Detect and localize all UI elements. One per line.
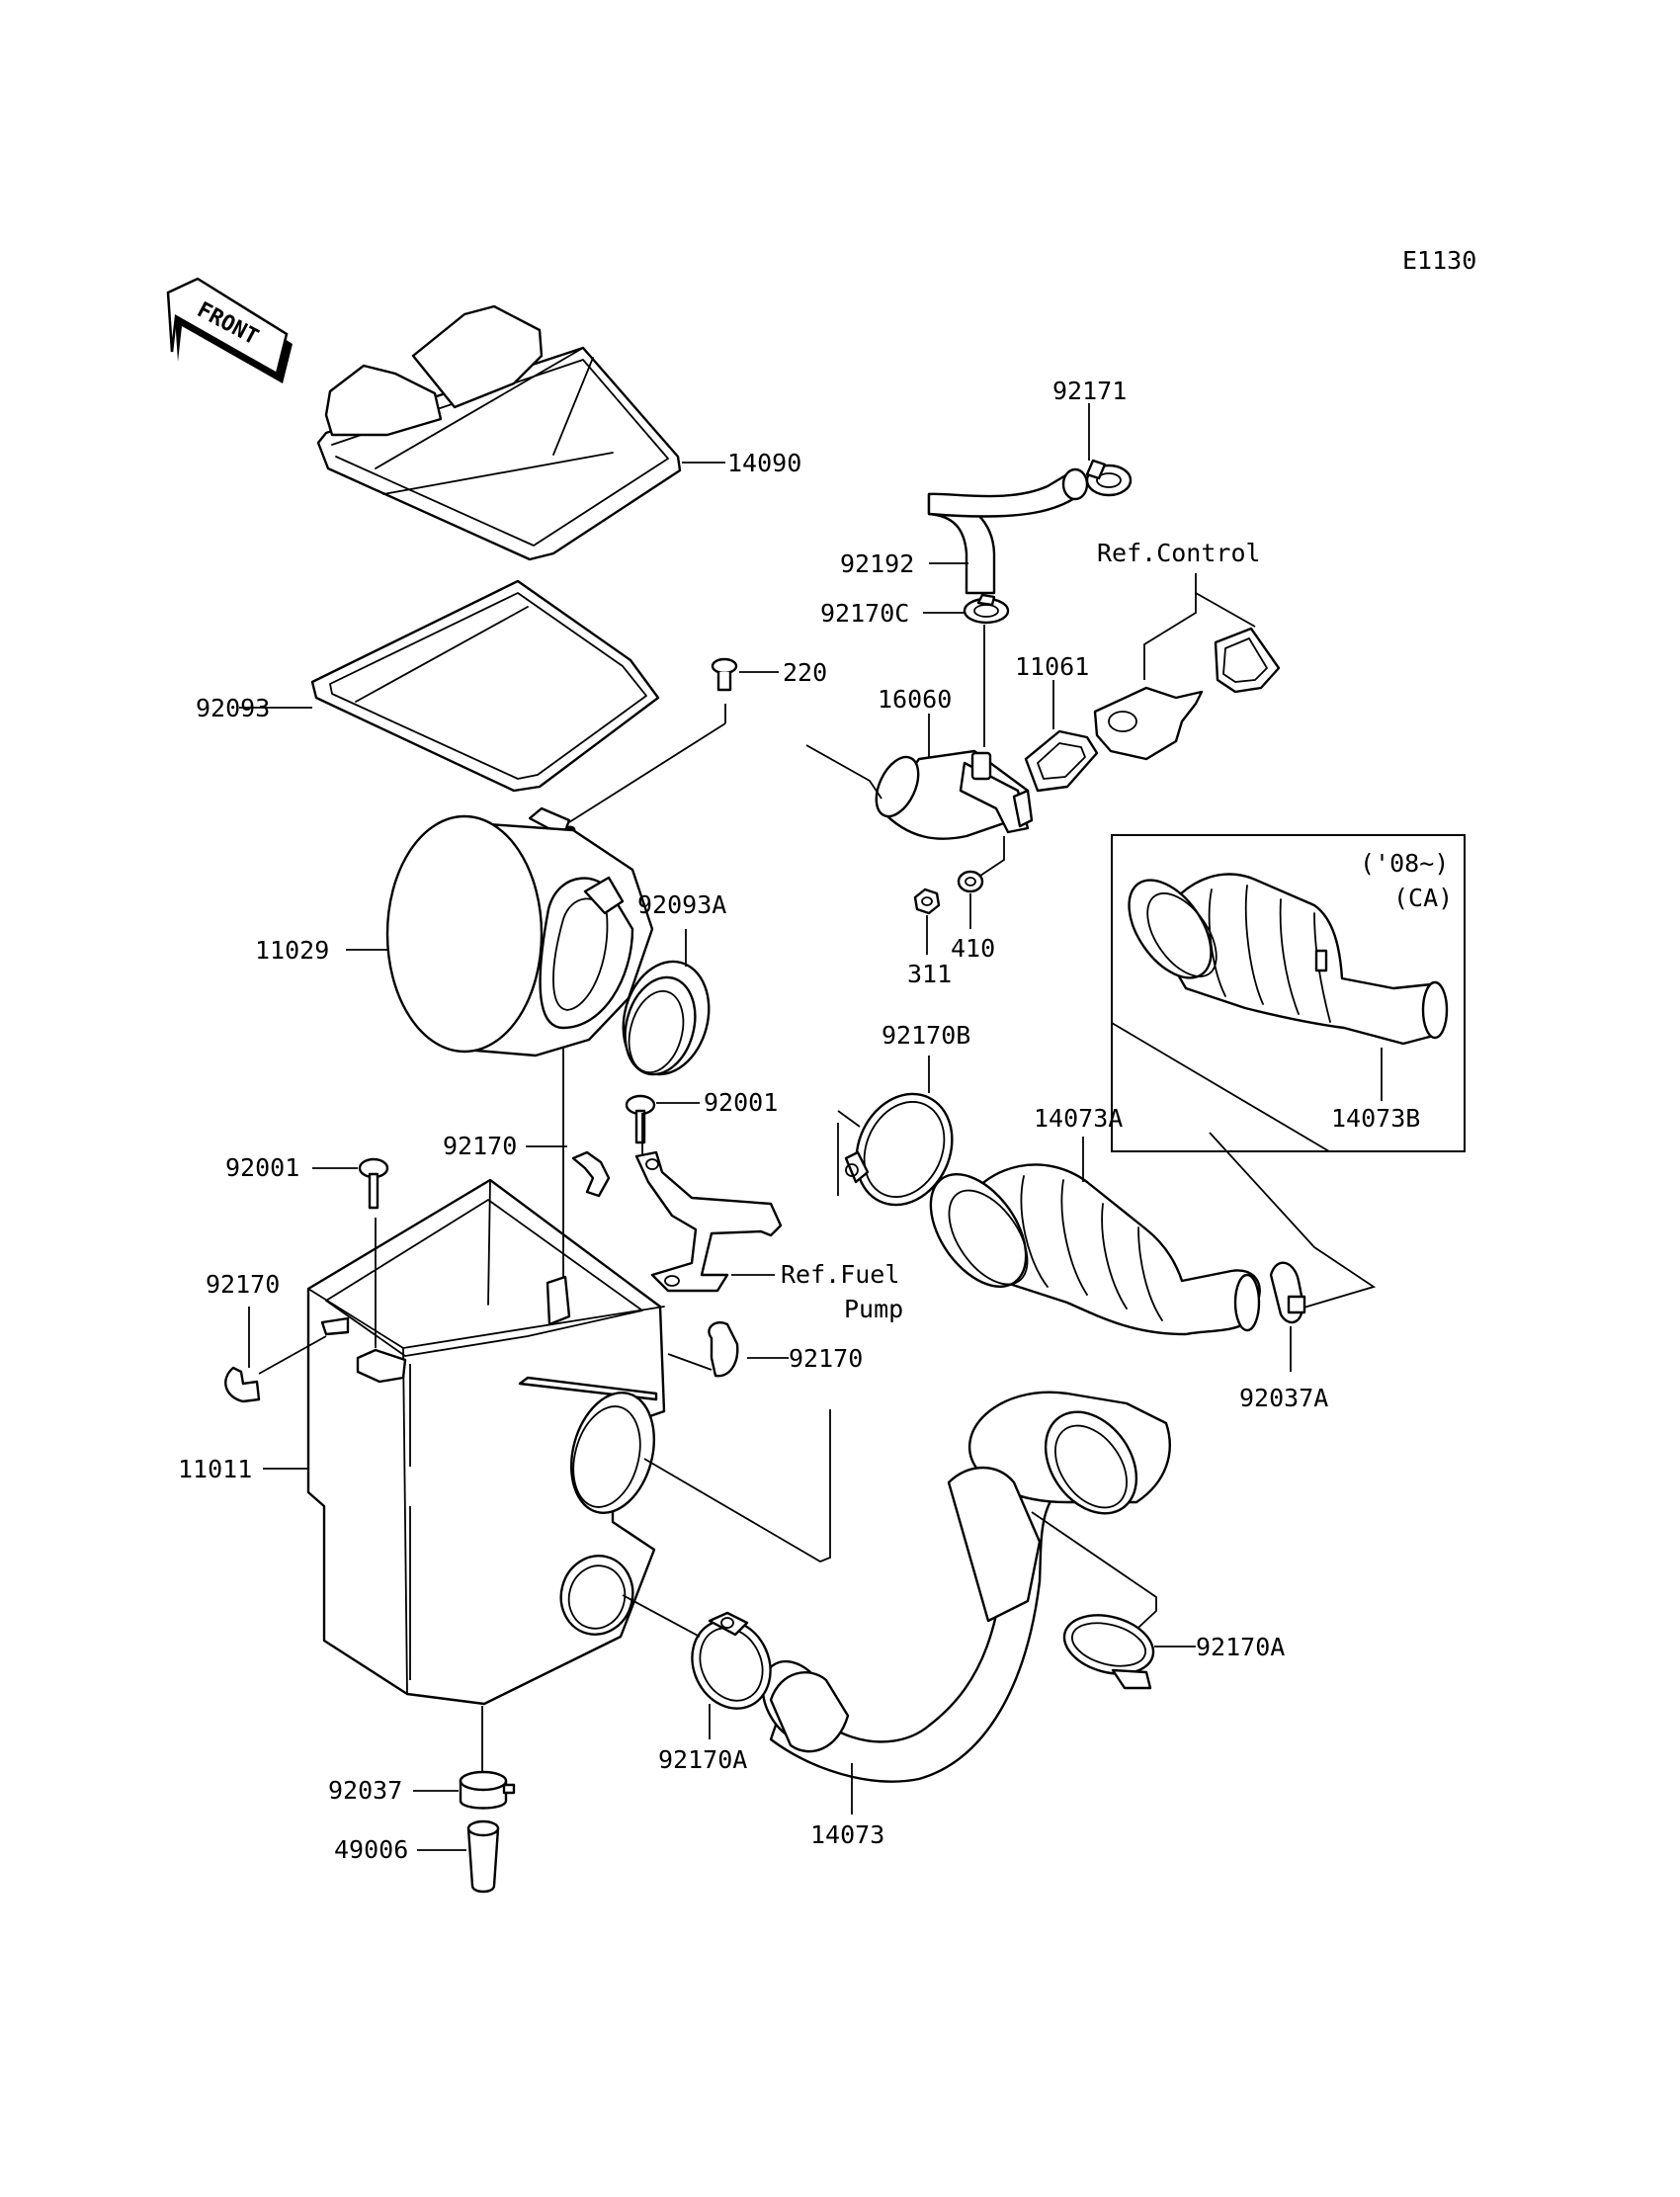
callout-92170-left: 92170 — [206, 1270, 280, 1299]
callout-410: 410 — [951, 934, 995, 963]
nut-311 — [913, 887, 941, 915]
front-arrow-icon: FRONT — [166, 277, 293, 383]
callout-311: 311 — [907, 960, 952, 988]
air-filter-element — [385, 806, 654, 1057]
air-cleaner-cover — [316, 304, 682, 561]
ref-fuel-pump-2: Pump — [844, 1295, 903, 1323]
ref-control: Ref.Control — [1097, 539, 1261, 567]
intake-joint-16060 — [875, 749, 1034, 840]
clip-92170-mid — [571, 1150, 611, 1198]
callout-16060: 16060 — [878, 685, 952, 714]
callout-220: 220 — [783, 658, 827, 687]
clamp-92037a — [1269, 1261, 1306, 1324]
callout-14073b: 14073B — [1331, 1104, 1420, 1133]
air-duct-14073 — [761, 1391, 1171, 1783]
clamp-92170a-mid — [691, 1611, 772, 1710]
callout-11011: 11011 — [178, 1455, 252, 1483]
callout-92001-top: 92001 — [704, 1088, 778, 1117]
clamp-92170c — [963, 593, 1010, 625]
callout-92037a: 92037A — [1239, 1384, 1328, 1412]
callout-14073: 14073 — [810, 1820, 884, 1849]
inset-region: (CA) — [1393, 884, 1453, 912]
bolt-92001-left — [358, 1157, 389, 1210]
callout-11029: 11029 — [255, 936, 329, 965]
callout-92170c: 92170C — [820, 599, 909, 628]
clip-92170-right — [708, 1321, 739, 1378]
clamp-92170a-right — [1062, 1614, 1155, 1690]
clamp-92037 — [459, 1770, 516, 1810]
gasket-92093 — [310, 579, 660, 793]
callout-92170-mid: 92170 — [443, 1132, 517, 1160]
inset-years: ('08~) — [1360, 849, 1449, 878]
callout-92170-right: 92170 — [789, 1344, 863, 1373]
callout-92170b: 92170B — [882, 1021, 970, 1050]
inset-box — [1111, 834, 1466, 1152]
clamp-92170b — [844, 1092, 954, 1207]
callout-92093a: 92093A — [637, 890, 726, 919]
callout-14090: 14090 — [727, 449, 801, 477]
washer-410 — [957, 870, 984, 893]
screw-220 — [711, 657, 738, 692]
fuel-pump-bracket — [634, 1150, 783, 1293]
callout-92093: 92093 — [196, 694, 270, 722]
air-cleaner-housing — [306, 1178, 666, 1706]
gasket-11061 — [1024, 729, 1099, 793]
clip-92170-left — [224, 1366, 261, 1403]
callout-92170a-mid: 92170A — [658, 1745, 747, 1774]
clamp-92171 — [1085, 459, 1133, 497]
bolt-92001-top — [625, 1094, 656, 1144]
callout-92037: 92037 — [328, 1776, 402, 1805]
ring-92093a — [622, 960, 711, 1076]
callout-14073a: 14073A — [1034, 1104, 1123, 1133]
drain-plug-49006 — [466, 1819, 500, 1894]
air-duct-14073a — [929, 1163, 1261, 1336]
air-duct-14073b — [1128, 873, 1449, 1046]
callout-92001-left: 92001 — [225, 1153, 299, 1182]
diagram-code: E1130 — [1402, 246, 1476, 275]
hose-92192 — [927, 467, 1089, 595]
callout-11061: 11061 — [1015, 652, 1089, 681]
callout-92170a-right: 92170A — [1196, 1633, 1285, 1661]
callout-49006: 49006 — [334, 1835, 408, 1864]
callout-92171: 92171 — [1052, 377, 1127, 405]
control-bracket — [1093, 627, 1281, 761]
ref-fuel-pump-1: Ref.Fuel — [781, 1260, 899, 1289]
callout-92192: 92192 — [840, 549, 914, 578]
